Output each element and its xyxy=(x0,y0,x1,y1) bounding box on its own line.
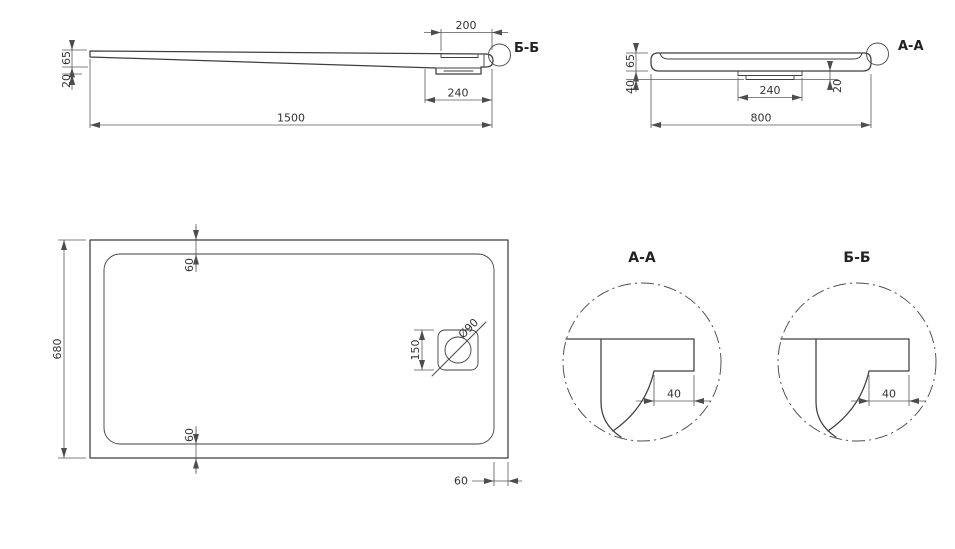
plan-outer-edge xyxy=(89,239,509,459)
section-label-a: А-А xyxy=(898,39,924,54)
dim-240: 240 xyxy=(760,84,781,97)
detail-a-boundary-circle xyxy=(562,282,722,442)
detail-b-boundary-circle xyxy=(777,282,937,442)
dim-width-680: 680 xyxy=(51,339,64,360)
section-label-b: Б-Б xyxy=(514,41,539,56)
dim-200: 200 xyxy=(456,19,477,32)
plan-view-dimensions: 680 60 150 60 60 xyxy=(51,224,522,488)
plan-view: Ø90 680 60 150 60 60 xyxy=(51,224,522,488)
detail-b-title: Б-Б xyxy=(843,250,870,266)
dim-240: 240 xyxy=(448,87,469,100)
dim-40: 40 xyxy=(667,388,681,401)
plan-inner-rim xyxy=(103,253,495,445)
drain-flange-square xyxy=(437,329,479,371)
detail-b: Б-Б 40 xyxy=(777,250,937,442)
detail-a: А-А 40 xyxy=(562,250,722,442)
dim-length-1500: 1500 xyxy=(277,112,305,125)
side-view-outline xyxy=(89,50,494,75)
side-view-dimensions: 65 20 200 240 1500 xyxy=(60,19,508,128)
side-view-drain-detail xyxy=(435,53,485,72)
dim-rim-top-60: 60 xyxy=(183,258,196,272)
end-view-outline xyxy=(650,52,872,72)
drain-diagonal-leader xyxy=(431,321,487,377)
end-view-drain-detail xyxy=(737,70,803,80)
detail-b-profile xyxy=(780,338,910,438)
drain-hole xyxy=(444,336,472,364)
dim-height-65: 65 xyxy=(60,51,73,65)
detail-a-title: А-А xyxy=(628,250,656,266)
dim-20: 20 xyxy=(831,79,844,93)
dim-depth-20: 20 xyxy=(60,74,73,88)
detail-b-dimension: 40 xyxy=(851,375,925,406)
section-circle-b xyxy=(488,43,511,67)
dim-rim-bottom-60: 60 xyxy=(183,428,196,442)
dim-height-65: 65 xyxy=(624,54,637,68)
end-view: А-А 65 40 240 20 800 xyxy=(624,39,924,128)
end-view-dimensions: 65 40 240 20 800 xyxy=(624,43,872,128)
section-circle-a xyxy=(866,42,889,66)
dim-width-800: 800 xyxy=(751,112,772,125)
detail-a-profile xyxy=(565,338,695,438)
dim-drain-150: 150 xyxy=(409,340,422,361)
end-view-floor-line xyxy=(659,52,863,60)
side-view: Б-Б 65 20 200 240 1500 xyxy=(60,19,539,128)
dim-40: 40 xyxy=(882,388,896,401)
dim-depth-40: 40 xyxy=(624,80,637,94)
dim-rim-right-60: 60 xyxy=(454,475,468,488)
detail-a-dimension: 40 xyxy=(636,375,710,406)
